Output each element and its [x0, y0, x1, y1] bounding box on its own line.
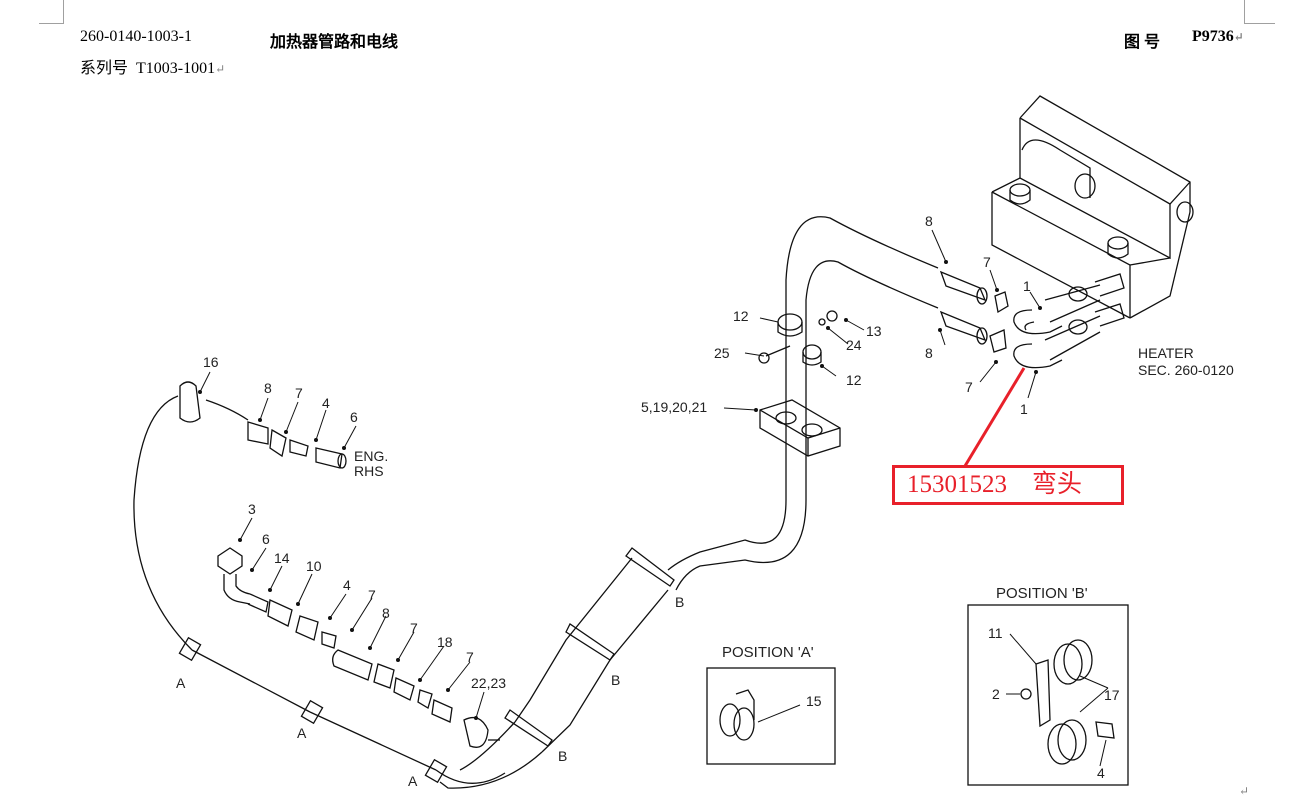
annotation-part-name: 弯头	[1032, 471, 1083, 498]
annotation-part-number: 15301523	[907, 471, 1007, 498]
callout-low-4: 4	[343, 577, 351, 593]
callout-16: 16	[203, 354, 219, 370]
callout-low-18: 18	[437, 634, 453, 650]
position-b-panel	[967, 604, 1129, 786]
clamps-12	[758, 310, 838, 366]
clamp-block	[759, 399, 841, 457]
callout-7-bottom: 7	[965, 379, 973, 395]
clamp-a-label-2: A	[297, 725, 307, 741]
figure-number: P9736↵	[1192, 28, 1244, 46]
series-number: T1003-1001	[136, 60, 216, 77]
heater-section-label: SEC. 260-0120	[1138, 362, 1234, 378]
callout-25: 25	[714, 345, 730, 361]
annotation-leader-line	[963, 367, 1026, 467]
callout-7-top: 7	[983, 254, 991, 270]
main-pipe-run	[439, 216, 939, 789]
doc-code: 260-0140-1003-1	[80, 28, 192, 45]
callout-24: 24	[846, 337, 862, 353]
page-title: 加热器管路和电线	[270, 34, 399, 51]
callout-low-7a: 7	[368, 587, 376, 603]
paragraph-mark: ↵	[1233, 30, 1244, 44]
callout-8-bottom: 8	[925, 345, 933, 361]
callout-low-7b: 7	[410, 620, 418, 636]
position-b-callout-11: 11	[988, 625, 1003, 641]
part-annotation-box: 15301523 弯头	[892, 465, 1124, 505]
callout-eng-6: 6	[350, 409, 358, 425]
callout-1-top: 1	[1023, 278, 1031, 294]
callout-low-14: 14	[274, 550, 290, 566]
paragraph-mark: ↵	[215, 62, 226, 76]
callout-13: 13	[866, 323, 882, 339]
callout-1-bottom: 1	[1020, 401, 1028, 417]
position-b-callout-2: 2	[992, 686, 1000, 702]
clamp-b-label-3: B	[558, 748, 567, 764]
position-a-callout-15: 15	[806, 693, 822, 709]
clamp-b-label-2: B	[611, 672, 620, 688]
heater-elbows	[1013, 273, 1125, 369]
callout-eng-8: 8	[264, 380, 272, 396]
lower-fitting-chain	[217, 547, 500, 748]
series-label: 系列号	[80, 60, 129, 77]
page-corner-mark-top-left	[39, 0, 64, 24]
position-b-title: POSITION 'B'	[996, 585, 1088, 602]
engine-fittings	[247, 421, 347, 469]
clamp-a-label-3: A	[408, 773, 418, 789]
position-b-callout-4: 4	[1097, 765, 1105, 781]
callout-low-7c: 7	[466, 649, 474, 665]
series-line: 系列号 T1003-1001↵	[80, 54, 225, 78]
b-clamps	[504, 547, 675, 747]
clamp-b-label-1: B	[675, 594, 684, 610]
callout-low-22-23: 22,23	[471, 675, 506, 691]
clamp-a-label-1: A	[176, 675, 186, 691]
callout-5-19-20-21: 5,19,20,21	[641, 399, 707, 415]
engine-side-label: RHS	[354, 463, 384, 479]
leader-dots	[198, 260, 1042, 720]
heater-unit	[991, 95, 1194, 319]
figure-number-value: P9736	[1192, 28, 1234, 45]
callout-low-8: 8	[382, 605, 390, 621]
electrical-cable	[133, 381, 506, 784]
position-a-title: POSITION 'A'	[722, 644, 814, 661]
hose-sections	[939, 270, 1009, 353]
heater-label: HEATER	[1138, 345, 1194, 361]
position-a-panel	[706, 667, 836, 765]
callout-low-10: 10	[306, 558, 322, 574]
callout-12-top: 12	[733, 308, 749, 324]
callout-low-3: 3	[248, 501, 256, 517]
page-corner-mark-top-right	[1244, 0, 1275, 24]
callout-8-top: 8	[925, 213, 933, 229]
position-b-callout-17: 17	[1104, 687, 1120, 703]
callout-eng-4: 4	[322, 395, 330, 411]
leader-lines	[199, 229, 1041, 719]
paragraph-mark-footer: ↵	[1239, 784, 1250, 798]
engine-label: ENG.	[354, 448, 388, 464]
callout-low-6: 6	[262, 531, 270, 547]
callout-eng-7: 7	[295, 385, 303, 401]
figure-label: 图 号	[1124, 34, 1161, 51]
callout-12-bottom: 12	[846, 372, 862, 388]
